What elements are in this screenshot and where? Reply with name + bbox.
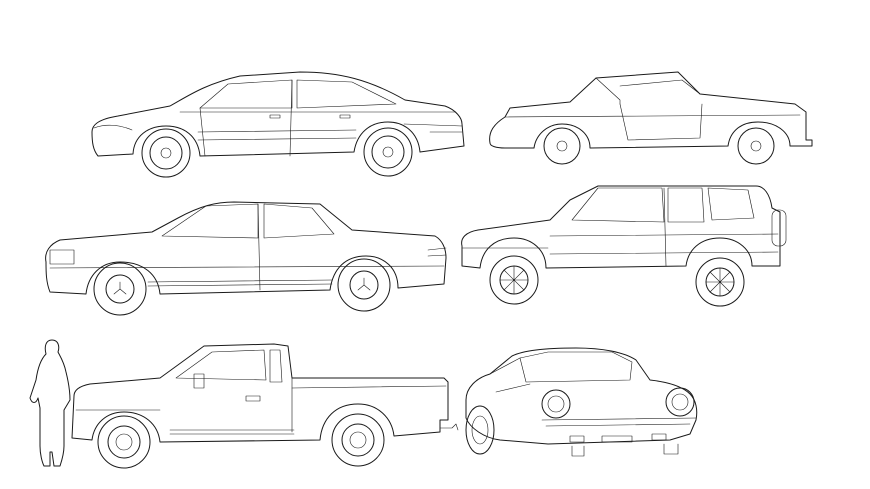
convertible <box>489 71 813 165</box>
person <box>29 339 71 467</box>
pickup-truck <box>71 343 459 469</box>
sedan-1 <box>91 71 465 178</box>
sedan-2 <box>45 201 447 316</box>
suv <box>461 185 787 307</box>
sports-coupe <box>465 347 698 457</box>
